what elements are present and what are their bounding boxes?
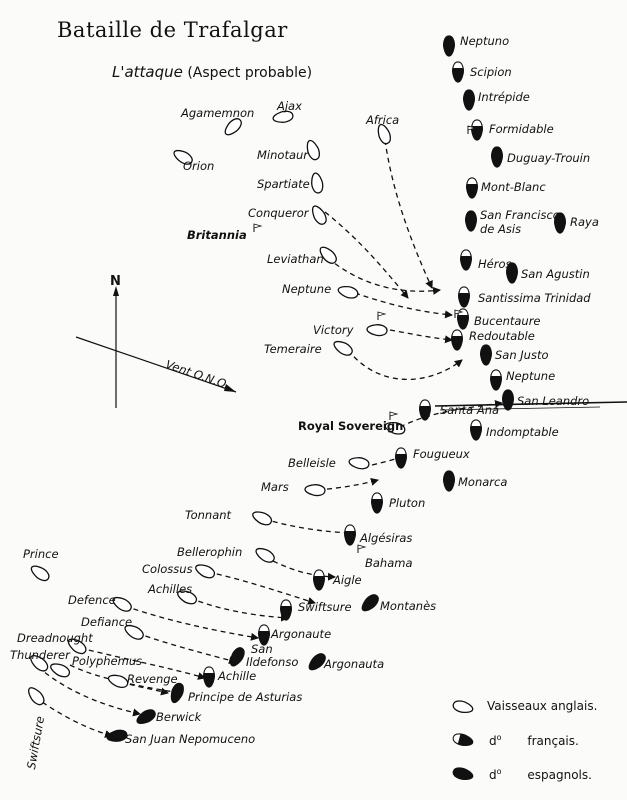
label-san-francisco: San Francisco <box>480 208 560 222</box>
label-dreadnought: Dreadnought <box>17 631 93 645</box>
legend-french: do français. <box>489 733 579 748</box>
french-fleet <box>203 61 502 688</box>
label-pluton: Pluton <box>389 496 426 510</box>
label-mont-blanc: Mont-Blanc <box>481 180 546 194</box>
label-santissima-trinidad: Santissima Trinidad <box>478 291 591 305</box>
label-britannia: Britannia <box>187 228 247 242</box>
label-royal-sovereign: Royal Sovereign <box>298 419 404 433</box>
legend-ditto-fr-sup: o <box>496 733 502 742</box>
label-argonauta: Argonauta <box>324 657 385 671</box>
label-bellerophin: Bellerophin <box>177 545 243 559</box>
legend-spanish-text: espagnols. <box>527 768 592 782</box>
label-belleisle: Belleisle <box>288 456 336 470</box>
map-title: Bataille de Trafalgar <box>57 18 288 42</box>
label-santa-ana: Santa Ana <box>440 403 500 417</box>
legend-ditto-es-sup: o <box>496 767 502 776</box>
label-indomptable: Indomptable <box>486 425 559 439</box>
label-monarca: Monarca <box>458 475 508 489</box>
legend-english: Vaisseaux anglais. <box>487 699 598 713</box>
label-san-juan: San Juan Nepomuceno <box>125 732 256 746</box>
label-victory: Victory <box>313 323 354 337</box>
label-spartiate: Spartiate <box>257 177 310 191</box>
label-de-asis: de Asis <box>480 222 522 236</box>
label-defence: Defence <box>68 593 116 607</box>
label-defiance: Defiance <box>81 615 133 629</box>
subtitle-note: (Aspect probable) <box>187 65 313 81</box>
label-achilles: Achilles <box>148 582 193 596</box>
label-formidable: Formidable <box>489 122 554 136</box>
label-fougueux: Fougueux <box>413 447 470 461</box>
label-aigle: Aigle <box>333 573 362 587</box>
label-neptuno: Neptuno <box>460 34 510 48</box>
label-bahama: Bahama <box>365 556 413 570</box>
label-ajax: Ajax <box>277 99 302 113</box>
legend-ditto-es: d <box>489 768 497 782</box>
label-conqueror: Conqueror <box>248 206 309 220</box>
label-neptune-fr: Neptune <box>506 369 556 383</box>
label-minotaur: Minotaur <box>257 148 309 162</box>
legend-french-text: français. <box>527 734 579 748</box>
label-san-ildefonso-2: Ildefonso <box>246 655 299 669</box>
label-thunderer: Thunderer <box>10 648 70 662</box>
label-principe: Principe de Asturias <box>188 690 303 704</box>
label-prince: Prince <box>23 547 59 561</box>
label-berwick: Berwick <box>156 710 202 724</box>
label-neptune-br: Neptune <box>282 282 332 296</box>
label-san-agustin: San Agustin <box>521 267 590 281</box>
label-montanes: Montanès <box>380 599 437 613</box>
label-tonnant: Tonnant <box>185 508 232 522</box>
label-achille: Achille <box>218 669 257 683</box>
compass <box>75 286 237 408</box>
legend-spanish: do espagnols. <box>489 767 592 782</box>
label-raya: Raya <box>570 215 599 229</box>
label-duguay-trouin: Duguay-Trouin <box>507 151 591 165</box>
label-leviathan: Leviathan <box>267 252 324 266</box>
legend-ditto-fr: d <box>489 734 497 748</box>
label-africa: Africa <box>366 113 400 127</box>
subtitle-main: L'attaque <box>112 63 183 81</box>
label-heros: Héros <box>478 257 512 271</box>
label-intrepide: Intrépide <box>478 90 530 104</box>
map-subtitle: L'attaque (Aspect probable) <box>112 63 312 81</box>
label-swiftsure-fr: Swiftsure <box>298 600 352 614</box>
legend-symbols <box>451 698 475 783</box>
label-algesiras: Algésiras <box>360 531 413 545</box>
label-agamemnon: Agamemnon <box>181 106 255 120</box>
label-orion: Orion <box>183 159 215 173</box>
melee-smoke <box>434 401 627 411</box>
label-scipion: Scipion <box>470 65 512 79</box>
label-temeraire: Temeraire <box>264 342 322 356</box>
label-bucentaure: Bucentaure <box>474 314 541 328</box>
label-san-ildefonso-1: San <box>251 642 273 656</box>
label-mars: Mars <box>261 480 289 494</box>
label-polyphemus: Polyphemus <box>72 654 143 668</box>
compass-north-label: N <box>110 274 121 289</box>
label-revenge: Revenge <box>127 672 178 686</box>
label-san-leandro: San Leandro <box>517 394 590 408</box>
label-argonaute: Argonaute <box>271 627 332 641</box>
label-san-justo: San Justo <box>495 348 549 362</box>
label-colossus: Colossus <box>142 562 193 576</box>
label-redoutable: Redoutable <box>469 329 535 343</box>
